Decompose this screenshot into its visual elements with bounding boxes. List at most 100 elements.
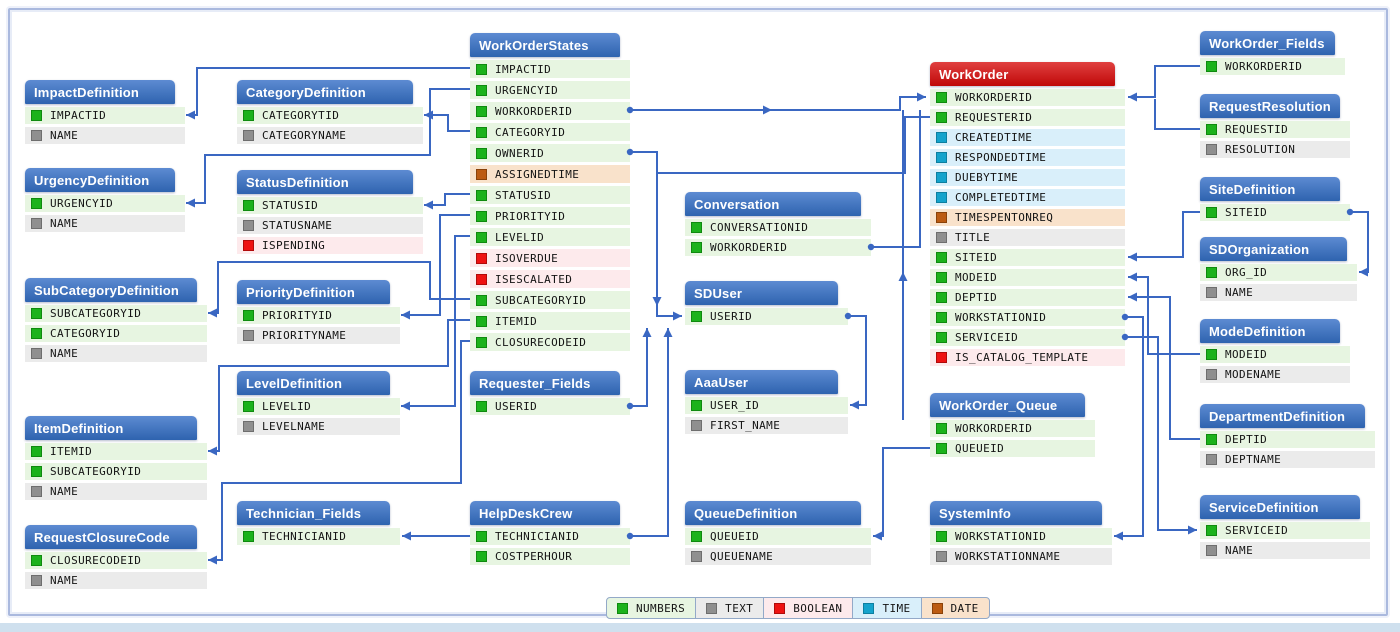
table-header-RequestResolution[interactable]: RequestResolution [1200,94,1340,118]
column-name: NAME [50,129,79,142]
numbers-type-icon [936,272,947,283]
date-type-icon [476,168,487,180]
text-type-icon [31,130,42,141]
numbers-type-icon [1206,525,1217,536]
numbers-type-icon [243,200,254,211]
table-title: Technician_Fields [246,505,362,521]
table-header-Technician_Fields[interactable]: Technician_Fields [237,501,390,525]
column-row-userid: USERID [470,398,630,415]
table-header-RequestClosureCode[interactable]: RequestClosureCode [25,525,197,549]
numbers-type-icon [691,400,702,411]
numbers-type-icon [1206,267,1217,278]
column-name: DUEBYTIME [955,171,1019,184]
table-header-ImpactDefinition[interactable]: ImpactDefinition [25,80,175,104]
column-name: DEPTID [1225,433,1268,446]
legend-label: TIME [882,601,911,615]
table-header-WorkOrder[interactable]: WorkOrder [930,62,1115,86]
table-header-WorkOrderStates[interactable]: WorkOrderStates [470,33,620,57]
column-name: SERVICEID [1225,524,1289,537]
column-name: IS_CATALOG_TEMPLATE [955,351,1089,364]
table-title: DepartmentDefinition [1209,408,1346,424]
column-row-name: NAME [25,345,207,362]
table-header-HelpDeskCrew[interactable]: HelpDeskCrew [470,501,620,525]
column-row-categorytid: CATEGORYTID [237,107,423,124]
table-header-UrgencyDefinition[interactable]: UrgencyDefinition [25,168,175,192]
table-title: RequestClosureCode [34,529,170,545]
column-row-workstationid: WORKSTATIONID [930,528,1112,545]
table-header-DepartmentDefinition[interactable]: DepartmentDefinition [1200,404,1365,428]
column-row-impactid: IMPACTID [470,60,630,78]
numbers-type-icon [936,92,947,103]
column-name: WORKSTATIONNAME [955,550,1061,563]
table-header-ItemDefinition[interactable]: ItemDefinition [25,416,197,440]
table-header-SystemInfo[interactable]: SystemInfo [930,501,1102,525]
column-row-statusid: STATUSID [237,197,423,214]
column-row-modeid: MODEID [1200,346,1350,363]
column-name: STATUSID [262,199,319,212]
column-name: WORKORDERID [710,241,788,254]
table-header-AaaUser[interactable]: AaaUser [685,370,838,394]
column-row-createdtime: CREATEDTIME [930,129,1125,146]
table-header-CategoryDefinition[interactable]: CategoryDefinition [237,80,413,104]
numbers-type-icon [1206,349,1217,360]
bottom-band [0,623,1400,632]
text-type-icon [1206,144,1217,155]
table-header-WorkOrder_Fields[interactable]: WorkOrder_Fields [1200,31,1335,55]
table-header-ModeDefinition[interactable]: ModeDefinition [1200,319,1340,343]
table-header-PriorityDefinition[interactable]: PriorityDefinition [237,280,390,304]
table-title: WorkOrder_Queue [939,397,1058,413]
table-header-Conversation[interactable]: Conversation [685,192,861,216]
column-name: WORKSTATIONID [955,530,1047,543]
table-title: Conversation [694,196,780,212]
table-header-SiteDefinition[interactable]: SiteDefinition [1200,177,1340,201]
column-row-user_id: USER_ID [685,397,848,414]
column-row-siteid: SITEID [1200,204,1350,221]
table-header-Requester_Fields[interactable]: Requester_Fields [470,371,620,395]
table-header-QueueDefinition[interactable]: QueueDefinition [685,501,861,525]
text-type-icon [31,218,42,229]
table-header-ServiceDefinition[interactable]: ServiceDefinition [1200,495,1360,519]
table-header-LevelDefinition[interactable]: LevelDefinition [237,371,390,395]
text-type-icon [243,220,254,231]
column-name: DEPTID [955,291,998,304]
numbers-type-icon [243,110,254,121]
column-name: ISESCALATED [495,272,573,286]
table-header-StatusDefinition[interactable]: StatusDefinition [237,170,413,194]
column-name: TECHNICIANID [262,530,347,543]
table-header-SDUser[interactable]: SDUser [685,281,838,305]
table-header-WorkOrder_Queue[interactable]: WorkOrder_Queue [930,393,1085,417]
numbers-type-icon [476,147,487,159]
table-header-SubCategoryDefinition[interactable]: SubCategoryDefinition [25,278,197,302]
table-header-SDOrganization[interactable]: SDOrganization [1200,237,1347,261]
column-name: QUEUENAME [710,550,774,563]
